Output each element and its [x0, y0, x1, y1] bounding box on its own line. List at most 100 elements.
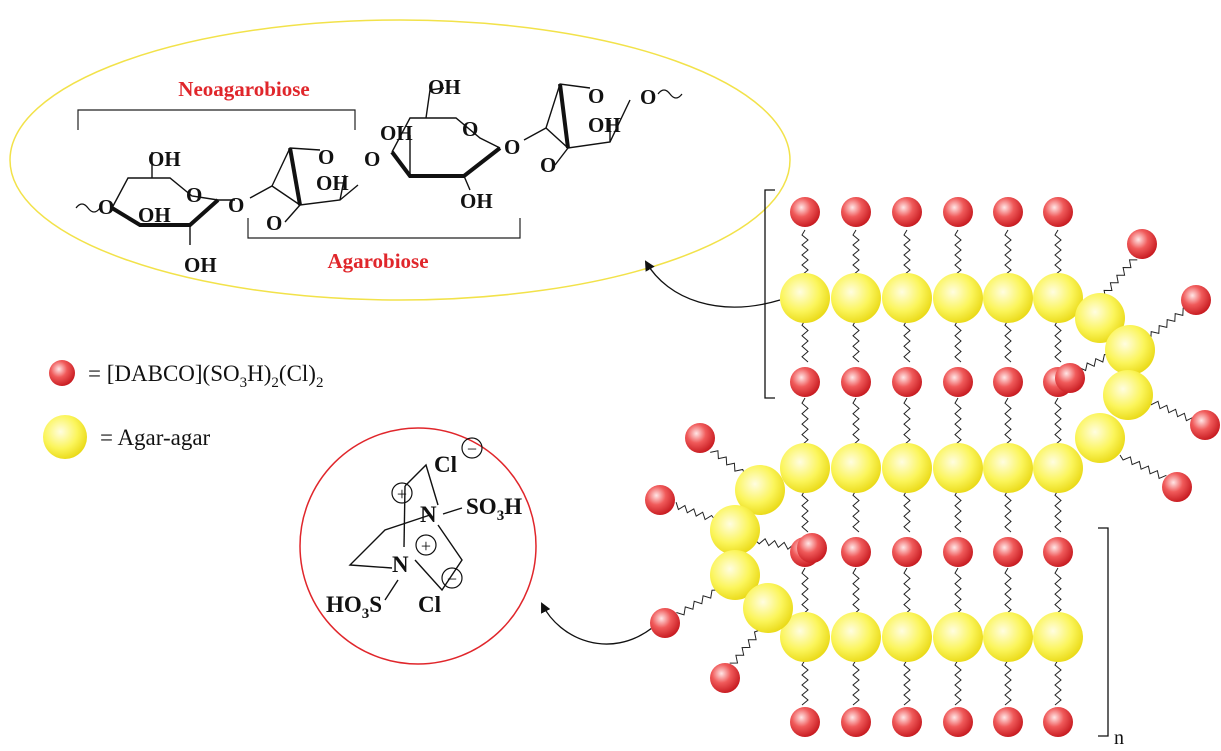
ring-2: [249, 147, 359, 223]
wavy-linker: [801, 659, 809, 706]
o-link-3: O: [504, 135, 520, 159]
plus-charge-top: [391, 482, 413, 504]
dabco-sphere: [943, 707, 973, 737]
minus-charge-top: [461, 437, 483, 459]
agar-sphere: [1105, 325, 1155, 375]
dabco-sphere: [892, 707, 922, 737]
dabco-sphere: [943, 197, 973, 227]
agar-sphere: [1075, 413, 1125, 463]
wavy-linker: [729, 629, 761, 664]
dabco-sphere: [943, 537, 973, 567]
wavy-linker: [954, 319, 962, 363]
wavy-linker: [801, 397, 809, 446]
agar-sphere: [933, 273, 983, 323]
dabco-sphere: [1043, 197, 1073, 227]
dabco-ho3s: HO3S: [326, 592, 382, 622]
wavy-linker: [852, 659, 860, 706]
ring-1: [75, 152, 235, 245]
agar-sphere: [710, 550, 760, 600]
oh-r3-left: OH: [380, 121, 413, 145]
agarobiose-label: Agarobiose: [327, 249, 428, 273]
arrow-to-circle: [541, 602, 653, 645]
wavy-linker: [1144, 307, 1184, 341]
neoagarobiose-bracket: [77, 109, 356, 130]
wavy-linker: [1054, 229, 1062, 276]
agar-sphere: [831, 443, 881, 493]
agar-sphere: [983, 443, 1033, 493]
wavy-linker: [675, 502, 716, 521]
agar-sphere: [780, 443, 830, 493]
wavy-linker: [903, 489, 911, 533]
dabco-sphere: [841, 197, 871, 227]
spheres: [645, 197, 1220, 737]
dabco-n-top: N: [420, 502, 437, 527]
dabco-sphere: [645, 485, 675, 515]
o-r3-ring: O: [462, 117, 478, 141]
neoagarobiose-label: Neoagarobiose: [178, 77, 309, 101]
wavy-linker: [1054, 567, 1062, 616]
repeat-n-label: n: [1114, 727, 1124, 746]
agar-sphere: [831, 273, 881, 323]
oh-r4: OH: [588, 113, 621, 137]
polymer-bracket-right: [1098, 527, 1109, 737]
wavy-linker: [1004, 397, 1012, 446]
polymer-bracket-left: [764, 189, 775, 399]
wavy-linker: [1004, 489, 1012, 533]
wavy-linker: [903, 659, 911, 706]
dabco-sphere: [790, 197, 820, 227]
wavy-linker: [1004, 319, 1012, 363]
legend-yellow-sphere: [43, 415, 87, 459]
legend-yellow-label: = Agar-agar: [100, 425, 211, 450]
agar-sphere: [1033, 612, 1083, 662]
o-r1-left: O: [98, 195, 114, 219]
wavy-linker: [903, 229, 911, 276]
agar-sphere: [983, 273, 1033, 323]
o-link-2: O: [364, 147, 380, 171]
dabco-sphere: [1190, 410, 1220, 440]
agar-sphere: [1033, 443, 1083, 493]
agar-structure-ellipse: [9, 19, 791, 301]
wavy-linker: [1054, 397, 1062, 446]
wavy-linker: [1054, 319, 1062, 363]
arrow-to-ellipse: [644, 260, 781, 308]
polymer-network: [645, 197, 1220, 737]
agar-sphere: [882, 612, 932, 662]
dabco-n-bottom: N: [392, 552, 409, 577]
wavy-linker: [1054, 659, 1062, 706]
wavy-linker: [676, 589, 719, 616]
wavy-linker: [801, 489, 809, 533]
dabco-sphere: [841, 367, 871, 397]
dabco-sphere: [1162, 472, 1192, 502]
dabco-sphere: [841, 707, 871, 737]
dabco-sphere: [797, 533, 827, 563]
agar-sphere: [882, 443, 932, 493]
wavy-linker: [954, 659, 962, 706]
wavy-linker: [1147, 399, 1194, 422]
wavy-linker: [1004, 567, 1012, 616]
wavy-linker: [954, 567, 962, 616]
o-r4-end: O: [640, 85, 656, 109]
dabco-so3h: SO3H: [466, 494, 522, 524]
oh-r3-top: OH: [428, 75, 461, 99]
oh-r3-bottom: OH: [460, 189, 493, 213]
minus-charge-bottom: [441, 567, 463, 589]
wavy-linker: [852, 489, 860, 533]
o-link-1: O: [228, 193, 244, 217]
wavy-linker: [852, 397, 860, 446]
dabco-circle: [299, 427, 537, 665]
wavy-linker: [801, 567, 809, 616]
minus-sign-top: −: [467, 439, 477, 459]
agar-sphere: [933, 443, 983, 493]
wavy-linker: [852, 319, 860, 363]
agar-sphere: [1103, 370, 1153, 420]
wavy-linker: [801, 229, 809, 276]
agar-sphere: [882, 273, 932, 323]
dabco-sphere: [710, 663, 740, 693]
dabco-cl-bottom: Cl: [418, 592, 441, 617]
legend-red-label: = [DABCO](SO3H)2(Cl)2: [88, 361, 323, 391]
dabco-sphere: [993, 707, 1023, 737]
plus-charge-bottom: [415, 534, 437, 556]
ring-3: [390, 87, 502, 191]
